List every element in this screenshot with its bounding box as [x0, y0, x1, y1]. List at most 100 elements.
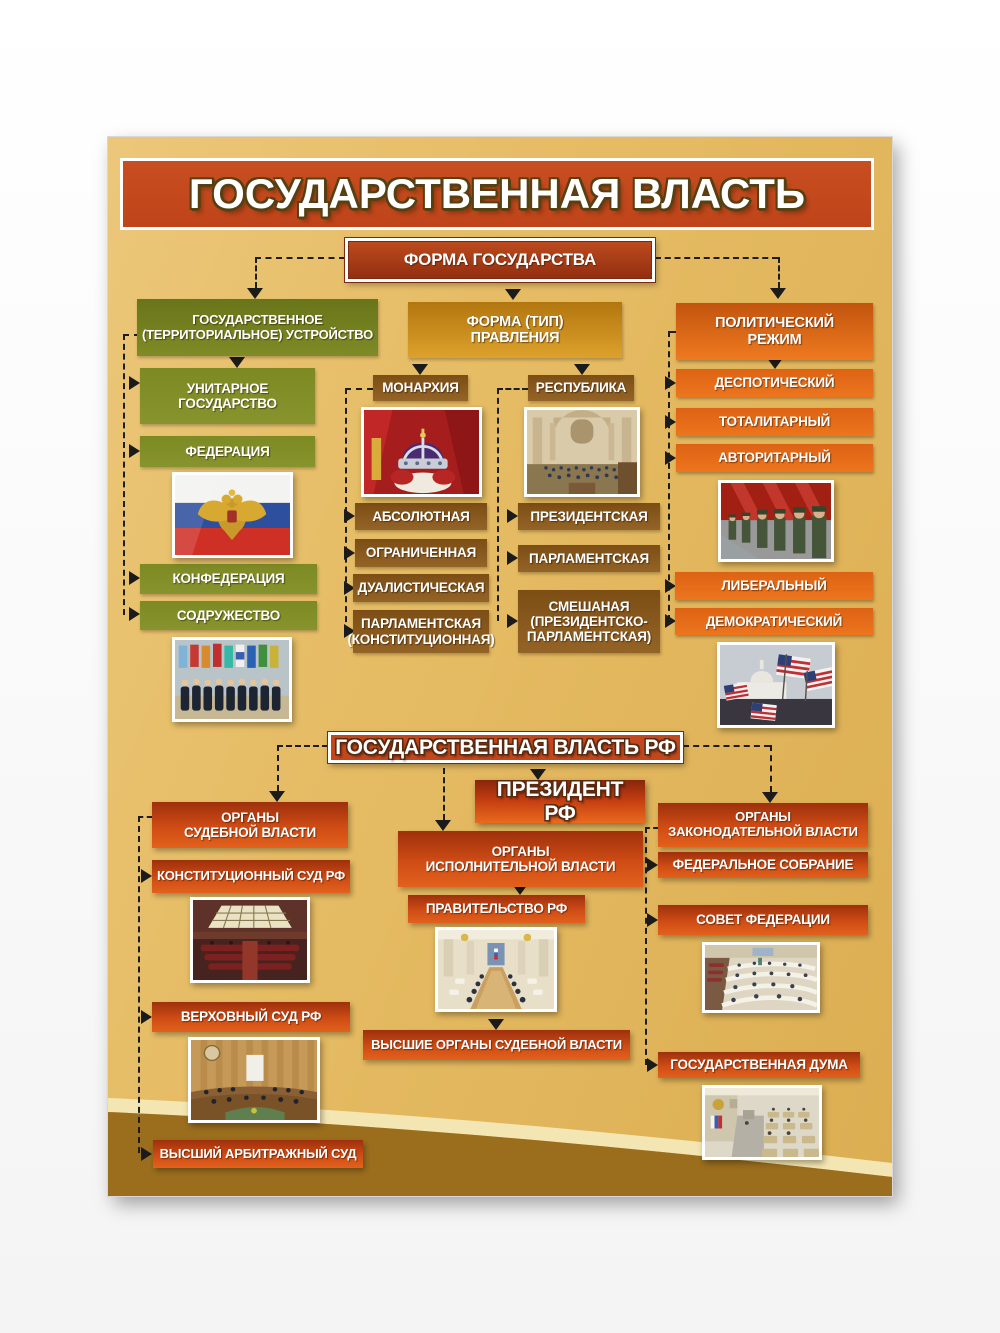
government-rf-box: ПРАВИТЕЛЬСТВО РФ — [408, 895, 585, 923]
arrow-right — [344, 509, 355, 523]
constitutional-court-hall-photo — [190, 897, 310, 983]
connector — [668, 331, 676, 333]
republic-mixed-box: СМЕШАНАЯ (ПРЕЗИДЕНТСКО- ПАРЛАМЕНТСКАЯ) — [518, 590, 660, 653]
republic-parliamentary-box: ПАРЛАМЕНТСКАЯ — [518, 545, 660, 572]
form-of-rule-label: ФОРМА (ТИП) ПРАВЛЕНИЯ — [466, 313, 564, 346]
monarchy-dualistic-label: ДУАЛИСТИЧЕСКАЯ — [357, 580, 485, 596]
republic-presidential-box: ПРЕЗИДЕНТСКАЯ — [518, 503, 660, 530]
connector — [497, 388, 528, 390]
monarchy-label: МОНАРХИЯ — [382, 380, 459, 396]
territorial-structure-box: ГОСУДАРСТВЕННОЕ (ТЕРРИТОРИАЛЬНОЕ) УСТРОЙ… — [137, 299, 378, 356]
unitary-state-box: УНИТАРНОЕ ГОСУДАРСТВО — [140, 368, 315, 424]
arrow-down — [767, 358, 783, 369]
regime-liberal-box: ЛИБЕРАЛЬНЫЙ — [675, 572, 873, 600]
connector — [255, 257, 257, 288]
connector — [645, 827, 658, 829]
regime-authoritarian-box: АВТОРИТАРНЫЙ — [676, 444, 873, 472]
connector — [345, 388, 373, 390]
monarchy-absolute-label: АБСОЛЮТНАЯ — [372, 508, 470, 524]
arrow-right — [344, 624, 355, 638]
parliament-hall-photo — [524, 407, 640, 497]
federation-council-box: СОВЕТ ФЕДЕРАЦИИ — [658, 905, 868, 935]
monarchy-limited-label: ОГРАНИЧЕННАЯ — [365, 545, 477, 561]
arrow-down — [229, 357, 245, 368]
arrow-right — [507, 509, 518, 523]
connector — [138, 816, 140, 1153]
connector — [683, 745, 770, 747]
arrow-right — [129, 444, 140, 458]
arrow-right — [665, 614, 676, 628]
regime-liberal-label: ЛИБЕРАЛЬНЫЙ — [721, 578, 827, 594]
supreme-court-label: ВЕРХОВНЫЙ СУД РФ — [180, 1009, 322, 1025]
connector — [138, 816, 152, 818]
regime-democratic-label: ДЕМОКРАТИЧЕСКИЙ — [705, 613, 843, 629]
judicial-branch-box: ОРГАНЫ СУДЕБНОЙ ВЛАСТИ — [152, 802, 348, 848]
monarchy-limited-box: ОГРАНИЧЕННАЯ — [355, 539, 487, 567]
supreme-court-box: ВЕРХОВНЫЙ СУД РФ — [152, 1002, 350, 1032]
legislative-branch-box: ОРГАНЫ ЗАКОНОДАТЕЛЬНОЙ ВЛАСТИ — [658, 803, 868, 847]
republic-presidential-label: ПРЕЗИДЕНТСКАЯ — [530, 508, 648, 524]
state-duma-box: ГОСУДАРСТВЕННАЯ ДУМА — [658, 1052, 860, 1078]
arrow-right — [129, 376, 140, 390]
federation-council-hall-photo — [702, 942, 820, 1013]
political-regime-box: ПОЛИТИЧЕСКИЙ РЕЖИМ — [676, 303, 873, 360]
form-of-rule-box: ФОРМА (ТИП) ПРАВЛЕНИЯ — [408, 302, 622, 358]
connector — [255, 257, 345, 259]
connector — [770, 745, 772, 792]
regime-totalitarian-label: ТОТАЛИТАРНЫЙ — [718, 414, 831, 430]
arrow-down — [574, 364, 590, 375]
monarchy-parliamentary-label: ПАРЛАМЕНТСКАЯ (КОНСТИТУЦИОННАЯ) — [347, 616, 495, 647]
president-rf-label: ПРЕЗИДЕНТ РФ — [496, 777, 624, 825]
arrow-right — [665, 376, 676, 390]
republic-box: РЕСПУБЛИКА — [528, 375, 634, 401]
judicial-branch-label: ОРГАНЫ СУДЕБНОЙ ВЛАСТИ — [184, 809, 316, 840]
arrow-right — [665, 451, 676, 465]
arrow-down — [770, 288, 786, 299]
monarchy-box: МОНАРХИЯ — [373, 375, 468, 401]
arrow-right — [141, 869, 152, 883]
supreme-judicial-organs-box: ВЫСШИЕ ОРГАНЫ СУДЕБНОЙ ВЛАСТИ — [363, 1030, 630, 1060]
territorial-structure-label: ГОСУДАРСТВЕННОЕ (ТЕРРИТОРИАЛЬНОЕ) УСТРОЙ… — [141, 311, 374, 342]
arrow-down — [412, 364, 428, 375]
connector — [277, 745, 328, 747]
monarchy-absolute-box: АБСОЛЮТНАЯ — [355, 503, 487, 530]
federal-assembly-label: ФЕДЕРАЛЬНОЕ СОБРАНИЕ — [672, 857, 854, 873]
federation-council-label: СОВЕТ ФЕДЕРАЦИИ — [696, 912, 830, 928]
arrow-right — [129, 571, 140, 585]
federation-box: ФЕДЕРАЦИЯ — [140, 436, 315, 467]
arrow-right — [647, 858, 658, 872]
arrow-right — [344, 546, 355, 560]
form-of-state-label: ФОРМА ГОСУДАРСТВА — [403, 250, 597, 270]
confederation-label: КОНФЕДЕРАЦИЯ — [172, 571, 285, 587]
state-power-rf-label: ГОСУДАРСТВЕННАЯ ВЛАСТЬ РФ — [335, 735, 676, 759]
legislative-branch-label: ОРГАНЫ ЗАКОНОДАТЕЛЬНОЙ ВЛАСТИ — [668, 809, 858, 839]
monarchy-dualistic-box: ДУАЛИСТИЧЕСКАЯ — [353, 574, 489, 602]
constitutional-court-box: КОНСТИТУЦИОННЫЙ СУД РФ — [152, 860, 350, 893]
arbitration-court-label: ВЫСШИЙ АРБИТРАЖНЫЙ СУД — [159, 1145, 357, 1161]
soldiers-red-flags-photo — [718, 480, 834, 562]
regime-authoritarian-label: АВТОРИТАРНЫЙ — [718, 450, 831, 466]
commonwealth-label: СОДРУЖЕСТВО — [176, 607, 281, 623]
federal-assembly-box: ФЕДЕРАЛЬНОЕ СОБРАНИЕ — [658, 852, 868, 878]
commonwealth-box: СОДРУЖЕСТВО — [140, 601, 317, 630]
regime-democratic-box: ДЕМОКРАТИЧЕСКИЙ — [675, 608, 873, 635]
arrow-down — [512, 884, 528, 895]
arrow-down — [505, 289, 521, 300]
arbitration-court-box: ВЫСШИЙ АРБИТРАЖНЫЙ СУД — [153, 1140, 363, 1168]
royal-crown-photo — [361, 407, 482, 497]
arrow-down — [247, 288, 263, 299]
executive-branch-box: ОРГАНЫ ИСПОЛНИТЕЛЬНОЙ ВЛАСТИ — [398, 831, 643, 887]
regime-totalitarian-box: ТОТАЛИТАРНЫЙ — [676, 408, 873, 436]
connector — [778, 257, 780, 288]
executive-branch-label: ОРГАНЫ ИСПОЛНИТЕЛЬНОЙ ВЛАСТИ — [425, 843, 616, 874]
arrow-down — [269, 791, 285, 802]
republic-mixed-label: СМЕШАНАЯ (ПРЕЗИДЕНТСКО- ПАРЛАМЕНТСКАЯ) — [526, 598, 652, 645]
confederation-box: КОНФЕДЕРАЦИЯ — [140, 564, 317, 594]
unitary-state-label: УНИТАРНОЕ ГОСУДАРСТВО — [178, 380, 277, 411]
arrow-right — [647, 1058, 658, 1072]
federation-label: ФЕДЕРАЦИЯ — [185, 443, 270, 459]
arrow-right — [665, 415, 676, 429]
connector — [645, 827, 647, 1065]
political-regime-label: ПОЛИТИЧЕСКИЙ РЕЖИМ — [715, 315, 834, 348]
